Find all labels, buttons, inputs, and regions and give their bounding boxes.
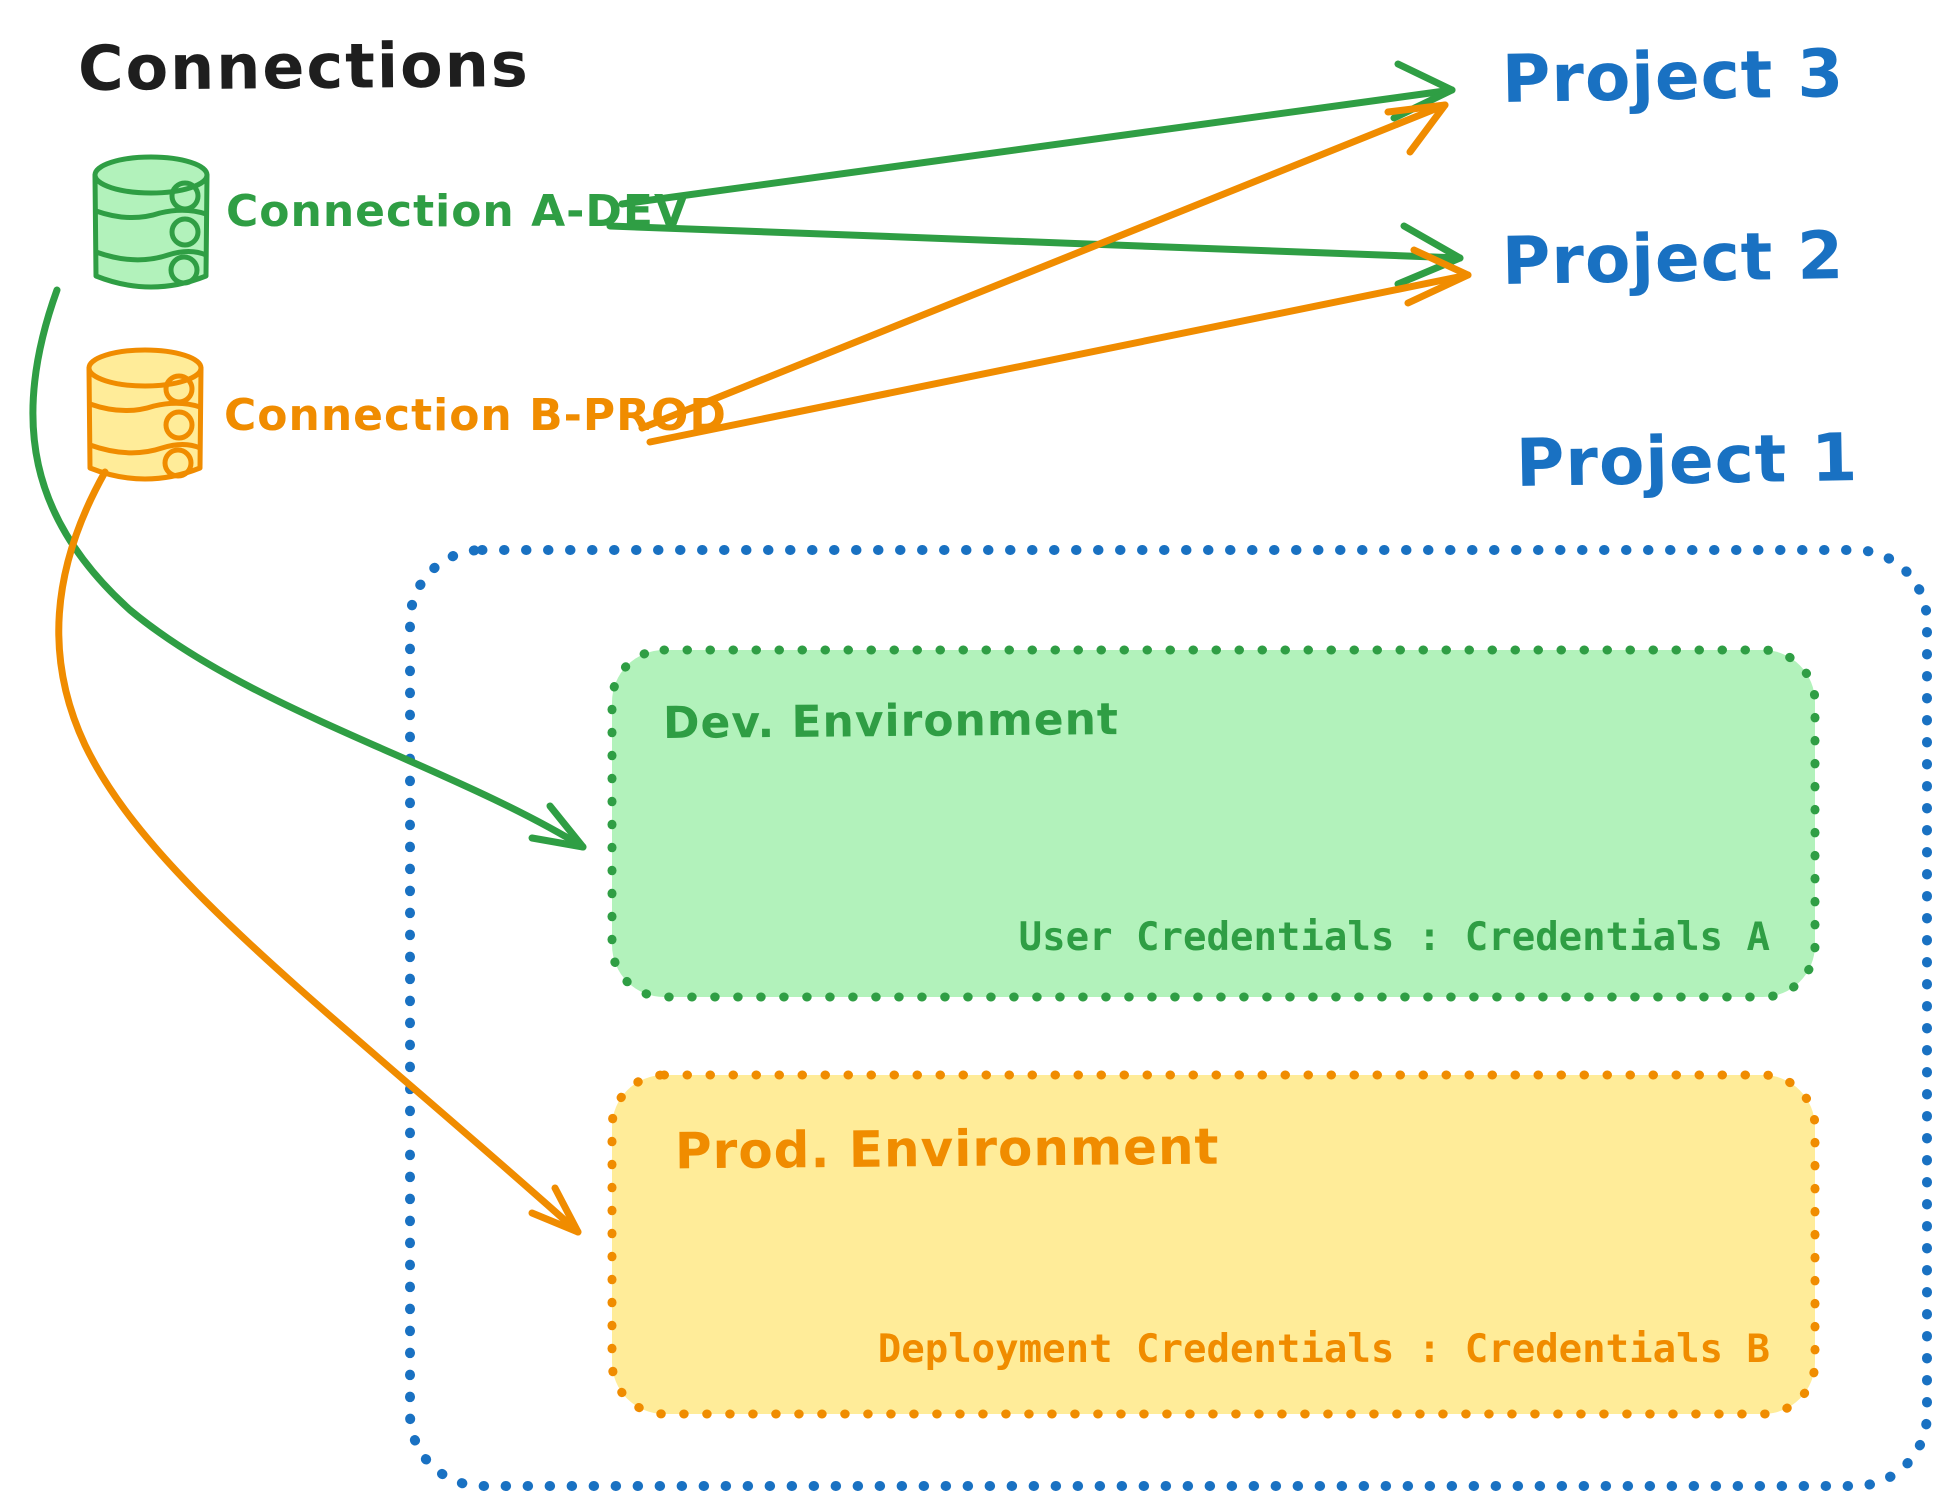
connection-a-label: Connection A-DEV — [226, 186, 690, 237]
dev-credentials-text: User Credentials : Credentials A — [1018, 915, 1770, 960]
project-1-label: Project 1 — [1515, 419, 1859, 502]
prod-environment-title: Prod. Environment — [674, 1117, 1220, 1181]
prod-environment-box — [607, 1070, 1820, 1419]
project1-boundary-box — [405, 545, 1932, 1491]
database-icon-a — [92, 154, 210, 290]
database-icon-b — [86, 347, 204, 482]
project-3-label: Project 3 — [1501, 35, 1845, 118]
connection-b-label: Connection B-PROD — [224, 390, 727, 441]
dev-environment-title: Dev. Environment — [662, 694, 1120, 749]
arrow-b-to-project3 — [638, 101, 1449, 432]
arrow-b-to-prod-environment — [55, 468, 582, 1236]
prod-credentials-text: Deployment Credentials : Credentials B — [877, 1327, 1770, 1372]
arrow-b-to-project2 — [646, 246, 1472, 446]
dev-environment-box — [607, 645, 1820, 1002]
arrow-a-to-dev-environment — [29, 286, 587, 851]
project-2-label: Project 2 — [1501, 217, 1845, 300]
diagram-title: Connections — [77, 28, 531, 105]
arrow-a-to-project3 — [618, 60, 1456, 208]
arrow-a-to-project2 — [606, 222, 1464, 288]
